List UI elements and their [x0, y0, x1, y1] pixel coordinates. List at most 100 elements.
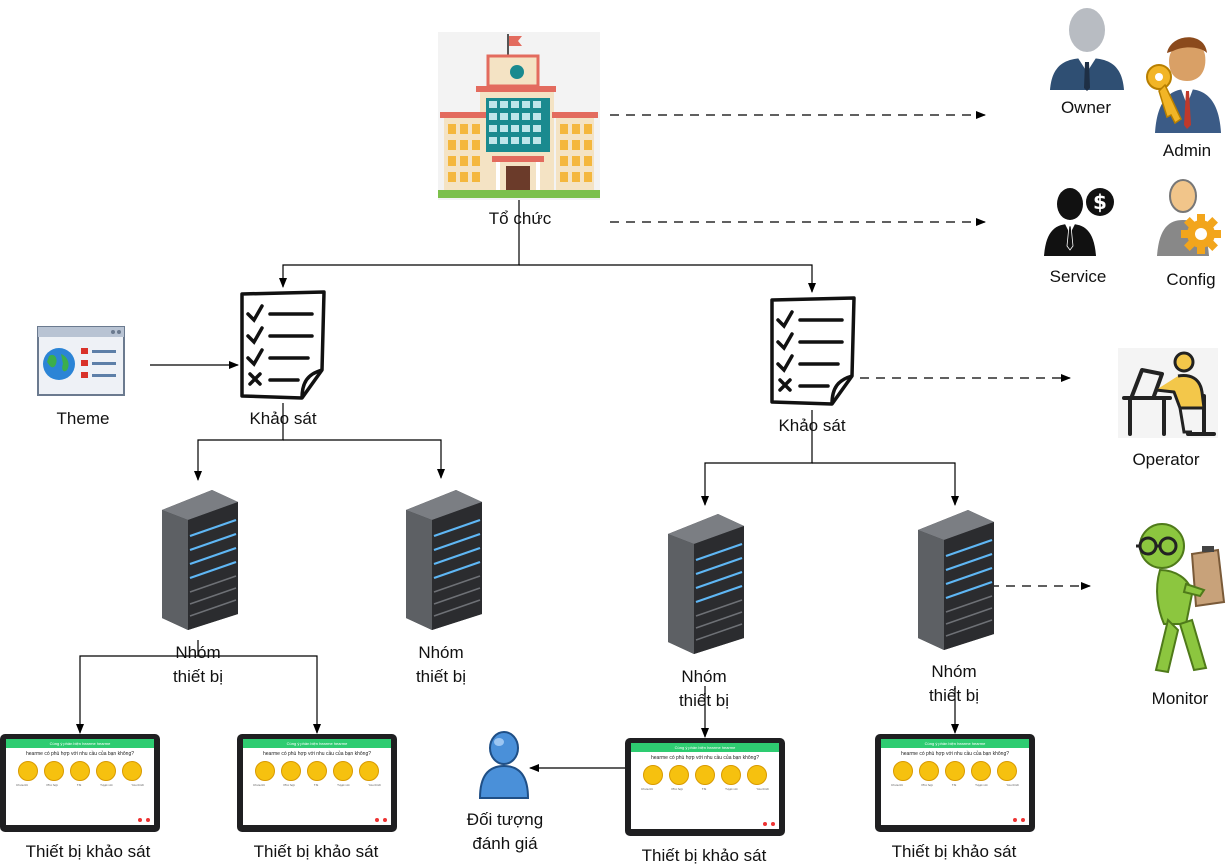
checklist-document-icon	[770, 296, 856, 406]
config-label: Config	[1166, 270, 1216, 289]
tablet-icon: Cùng ý phản biện hearme hearme hearme có…	[625, 738, 785, 836]
monitor-label: Monitor	[1151, 689, 1209, 708]
tablet-captions: Chưa tốt Phù hợp Tốt Tuyệt vời Yêu thích	[641, 787, 769, 791]
caption: Tốt	[313, 783, 319, 787]
ok-face-icon[interactable]	[945, 761, 965, 781]
happy-face-icon[interactable]	[971, 761, 991, 781]
tablet-screen: Cùng ý phản biện hearme hearme hearme có…	[6, 739, 154, 825]
tablet-captions: Chưa tốt Phù hợp Tốt Tuyệt vời Yêu thích	[891, 783, 1019, 787]
caption: Chưa tốt	[891, 783, 903, 787]
tablet-header: Cùng ý phản biện hearme hearme	[881, 739, 1029, 748]
tablet-screen: Cùng ý phản biện hearme hearme hearme có…	[881, 739, 1029, 825]
server-tower-icon	[162, 490, 238, 630]
tablet-faces	[893, 761, 1017, 781]
tablet-captions: Chưa tốt Phù hợp Tốt Tuyệt vời Yêu thích	[16, 783, 144, 787]
owner-label: Owner	[1060, 98, 1112, 117]
device-label: Thiết bị khảo sát	[641, 846, 767, 865]
happy-face-icon[interactable]	[96, 761, 116, 781]
tablet-screen: Cùng ý phản biện hearme hearme hearme có…	[243, 739, 391, 825]
survey-left-label: Khảo sát	[249, 409, 317, 428]
evaluatee-label-line2: đánh giá	[472, 834, 538, 853]
device-label: Thiết bị khảo sát	[253, 842, 379, 861]
user-icon	[478, 731, 530, 799]
operator-desk-icon	[1118, 348, 1218, 438]
tablet-dots	[763, 822, 775, 826]
ok-face-icon[interactable]	[695, 765, 715, 785]
caption: Tốt	[76, 783, 82, 787]
caption: Tốt	[701, 787, 707, 791]
sad-face-icon[interactable]	[643, 765, 663, 785]
tablet-faces	[255, 761, 379, 781]
neutral-face-icon[interactable]	[281, 761, 301, 781]
group-label: Nhóm thiết bị	[654, 665, 754, 713]
tablet-header: Cùng ý phản biện hearme hearme	[631, 743, 779, 752]
tablet-question: hearme có phù hợp với nhu cầu của bạn kh…	[25, 751, 135, 757]
caption: Chưa tốt	[641, 787, 653, 791]
tablet-question: hearme có phù hợp với nhu cầu của bạn kh…	[650, 755, 760, 761]
neutral-face-icon[interactable]	[669, 765, 689, 785]
group-label-line2: thiết bị	[172, 667, 224, 686]
device-label: Thiết bị khảo sát	[25, 842, 151, 861]
sad-face-icon[interactable]	[18, 761, 38, 781]
sad-face-icon[interactable]	[893, 761, 913, 781]
tablet-faces	[18, 761, 142, 781]
device-label: Thiết bị khảo sát	[891, 842, 1017, 861]
happy-face-icon[interactable]	[333, 761, 353, 781]
tablet-faces	[643, 765, 767, 785]
ok-face-icon[interactable]	[70, 761, 90, 781]
love-face-icon[interactable]	[747, 765, 767, 785]
group-label: Nhóm thiết bị	[391, 641, 491, 689]
caption: Yêu thích	[131, 783, 144, 787]
group-label: Nhóm thiết bị	[904, 660, 1004, 708]
tablet-screen: Cùng ý phản biện hearme hearme hearme có…	[631, 743, 779, 829]
service-label: Service	[1049, 267, 1107, 286]
neutral-face-icon[interactable]	[44, 761, 64, 781]
group-label-line2: thiết bị	[928, 686, 980, 705]
caption: Chưa tốt	[16, 783, 28, 787]
tablet-question: hearme có phù hợp với nhu cầu của bạn kh…	[262, 751, 372, 757]
survey-right-label: Khảo sát	[778, 416, 846, 435]
evaluatee-label: Đối tượng đánh giá	[455, 808, 555, 856]
tablet-captions: Chưa tốt Phù hợp Tốt Tuyệt vời Yêu thích	[253, 783, 381, 787]
group-label-line1: Nhóm	[418, 643, 464, 662]
svg-text:$: $	[1093, 190, 1107, 214]
tablet-header: Cùng ý phản biện hearme hearme	[243, 739, 391, 748]
server-tower-icon	[406, 490, 482, 630]
tablet-dots	[1013, 818, 1025, 822]
caption: Tuyệt vời	[337, 783, 350, 787]
operator-label: Operator	[1132, 450, 1200, 469]
tablet-header: Cùng ý phản biện hearme hearme	[6, 739, 154, 748]
group-label-line1: Nhóm	[175, 643, 221, 662]
sad-face-icon[interactable]	[255, 761, 275, 781]
happy-face-icon[interactable]	[721, 765, 741, 785]
checklist-document-icon	[240, 290, 326, 400]
caption: Tuyệt vời	[100, 783, 113, 787]
tablet-icon: Cùng ý phản biện hearme hearme hearme có…	[875, 734, 1035, 832]
love-face-icon[interactable]	[997, 761, 1017, 781]
caption: Yêu thích	[368, 783, 381, 787]
tablet-icon: Cùng ý phản biện hearme hearme hearme có…	[237, 734, 397, 832]
caption: Phù hợp	[283, 783, 296, 787]
caption: Tuyệt vời	[975, 783, 988, 787]
owner-person-icon	[1050, 8, 1124, 91]
caption: Yêu thích	[1006, 783, 1019, 787]
group-label-line2: thiết bị	[415, 667, 467, 686]
monitor-inspector-icon	[1136, 523, 1226, 674]
ok-face-icon[interactable]	[307, 761, 327, 781]
tablet-icon: Cùng ý phản biện hearme hearme hearme có…	[0, 734, 160, 832]
group-label-line1: Nhóm	[931, 662, 977, 681]
browser-window-icon	[37, 326, 125, 396]
theme-label: Theme	[56, 409, 110, 428]
neutral-face-icon[interactable]	[919, 761, 939, 781]
admin-label: Admin	[1162, 141, 1212, 160]
service-dollar-person-icon: $	[1044, 188, 1114, 256]
caption: Chưa tốt	[253, 783, 265, 787]
caption: Tuyệt vời	[725, 787, 738, 791]
caption: Yêu thích	[756, 787, 769, 791]
tablet-dots	[375, 818, 387, 822]
server-tower-icon	[668, 514, 744, 654]
love-face-icon[interactable]	[122, 761, 142, 781]
love-face-icon[interactable]	[359, 761, 379, 781]
